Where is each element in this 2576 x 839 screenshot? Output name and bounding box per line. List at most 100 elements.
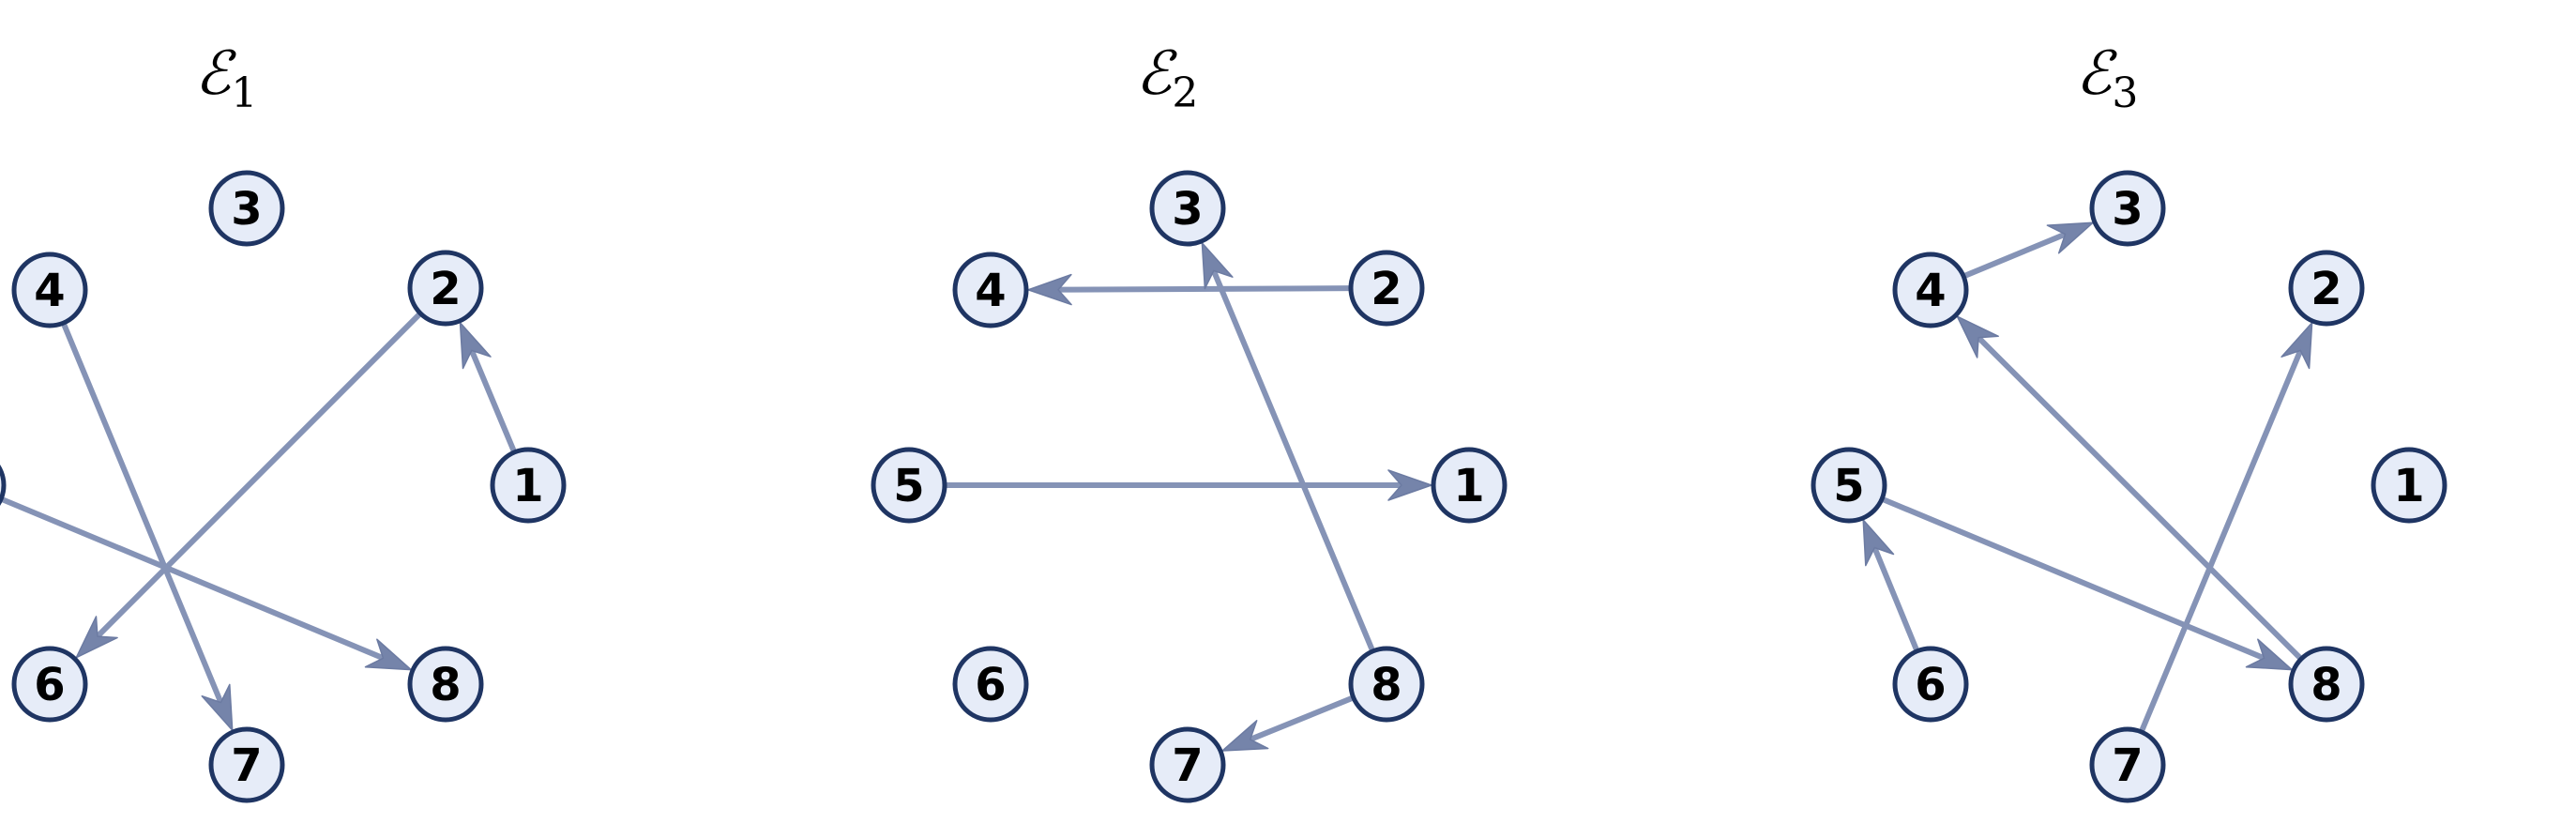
edge-4-to-7	[60, 320, 224, 706]
edge-2-to-6	[94, 310, 424, 640]
node-label: 3	[2112, 183, 2143, 236]
edge-4-to-3	[1961, 231, 2068, 280]
node-label: 2	[1371, 263, 1402, 315]
arrowhead-8-to-7	[1221, 720, 1269, 752]
node-circle	[1811, 447, 1887, 524]
graph-node-4: 4	[1892, 252, 1969, 328]
edge-5-to-8	[0, 496, 386, 662]
graph-node-6: 6	[952, 646, 1029, 723]
node-label: 8	[2311, 659, 2341, 711]
panel-title-subscript: 1	[231, 69, 257, 117]
node-circle	[2288, 646, 2365, 723]
arrowhead-4-to-3	[2046, 221, 2094, 254]
node-circle	[2089, 726, 2166, 803]
graph-node-8: 8	[1348, 646, 1425, 723]
node-circle	[1431, 447, 1508, 524]
graph-node-8: 8	[407, 646, 484, 723]
graph-node-7: 7	[2089, 726, 2166, 803]
node-label: 6	[1915, 659, 1946, 711]
edge-8-to-7	[1247, 694, 1356, 742]
panel-title-symbol: ℰ	[1136, 39, 1178, 109]
graph-node-7: 7	[208, 726, 285, 803]
graph-node-8: 8	[2288, 646, 2365, 723]
node-label: 4	[1915, 265, 1946, 317]
graph-node-4: 4	[952, 252, 1029, 328]
graph-node-5: 5	[1811, 447, 1887, 524]
arrowhead-4-to-7	[201, 683, 234, 731]
edge-7-to-2	[2138, 347, 2304, 735]
graph-node-1: 1	[490, 447, 567, 524]
graph-node-6: 6	[1892, 646, 1969, 723]
arrowhead-8-to-4	[1956, 315, 1999, 358]
node-circle	[208, 726, 285, 803]
arrowhead-6-to-5	[1862, 519, 1895, 567]
node-label: 1	[512, 460, 543, 512]
node-circle	[1149, 170, 1226, 247]
graph-node-1: 1	[1431, 447, 1508, 524]
node-circle	[2288, 250, 2365, 327]
arrowhead-5-to-1	[1387, 469, 1432, 501]
node-label: 6	[34, 659, 65, 711]
edge-layer	[942, 242, 1432, 752]
panel-title-subscript: 3	[2112, 69, 2138, 117]
graph-node-4: 4	[11, 252, 88, 328]
node-label: 2	[430, 263, 461, 315]
node-label: 5	[893, 460, 924, 512]
graph-node-6: 6	[11, 646, 88, 723]
edge-1-to-2	[468, 347, 518, 455]
edge-layer	[1862, 221, 2313, 735]
edge-5-to-8	[1879, 496, 2267, 662]
node-circle	[490, 447, 567, 524]
node-circle	[407, 646, 484, 723]
arrowhead-2-to-4	[1027, 273, 1072, 306]
arrowhead-5-to-8	[2245, 638, 2293, 671]
graph-node-5: 5	[0, 465, 7, 506]
node-label: 6	[975, 659, 1006, 711]
arrowhead-5-to-8	[364, 638, 412, 671]
edge-8-to-4	[1976, 334, 2305, 663]
edge-6-to-5	[1871, 544, 1920, 654]
node-circle	[1149, 726, 1226, 803]
node-circle	[1892, 646, 1969, 723]
graph-panel-1: ℰ112345678	[0, 39, 567, 803]
arrowhead-7-to-2	[2281, 322, 2313, 370]
graph-node-3: 3	[1149, 170, 1226, 247]
node-circle	[0, 465, 7, 506]
panel-title-symbol: ℰ	[195, 39, 237, 109]
node-label: 3	[231, 183, 262, 236]
arrowhead-1-to-2	[459, 322, 492, 370]
node-circle	[1892, 252, 1969, 328]
arrowhead-8-to-3	[1201, 242, 1234, 290]
node-circle	[952, 252, 1029, 328]
edge-8-to-3	[1210, 267, 1376, 654]
node-label: 3	[1172, 183, 1203, 236]
node-label: 1	[2393, 460, 2424, 512]
node-circle	[952, 646, 1029, 723]
node-circle	[2089, 170, 2166, 247]
node-label: 7	[1172, 740, 1203, 792]
node-circle	[1348, 646, 1425, 723]
node-circle	[871, 447, 947, 524]
panel-title: ℰ2	[1136, 39, 1199, 117]
panel-title: ℰ1	[195, 39, 258, 117]
node-label: 8	[430, 659, 461, 711]
edge-layer	[0, 310, 518, 731]
node-label: 4	[975, 265, 1006, 317]
graph-node-2: 2	[1348, 250, 1425, 327]
graph-node-2: 2	[407, 250, 484, 327]
node-circle	[208, 170, 285, 247]
node-circle	[11, 252, 88, 328]
node-label: 7	[2112, 740, 2143, 792]
node-label: 5	[1833, 460, 1864, 512]
panel-title-subscript: 2	[1172, 69, 1198, 117]
node-label: 1	[1453, 460, 1484, 512]
node-circle	[11, 646, 88, 723]
arrowhead-2-to-6	[75, 616, 118, 659]
graph-node-3: 3	[2089, 170, 2166, 247]
graph-node-1: 1	[2371, 447, 2447, 524]
graph-node-5: 5	[871, 447, 947, 524]
graph-node-3: 3	[208, 170, 285, 247]
